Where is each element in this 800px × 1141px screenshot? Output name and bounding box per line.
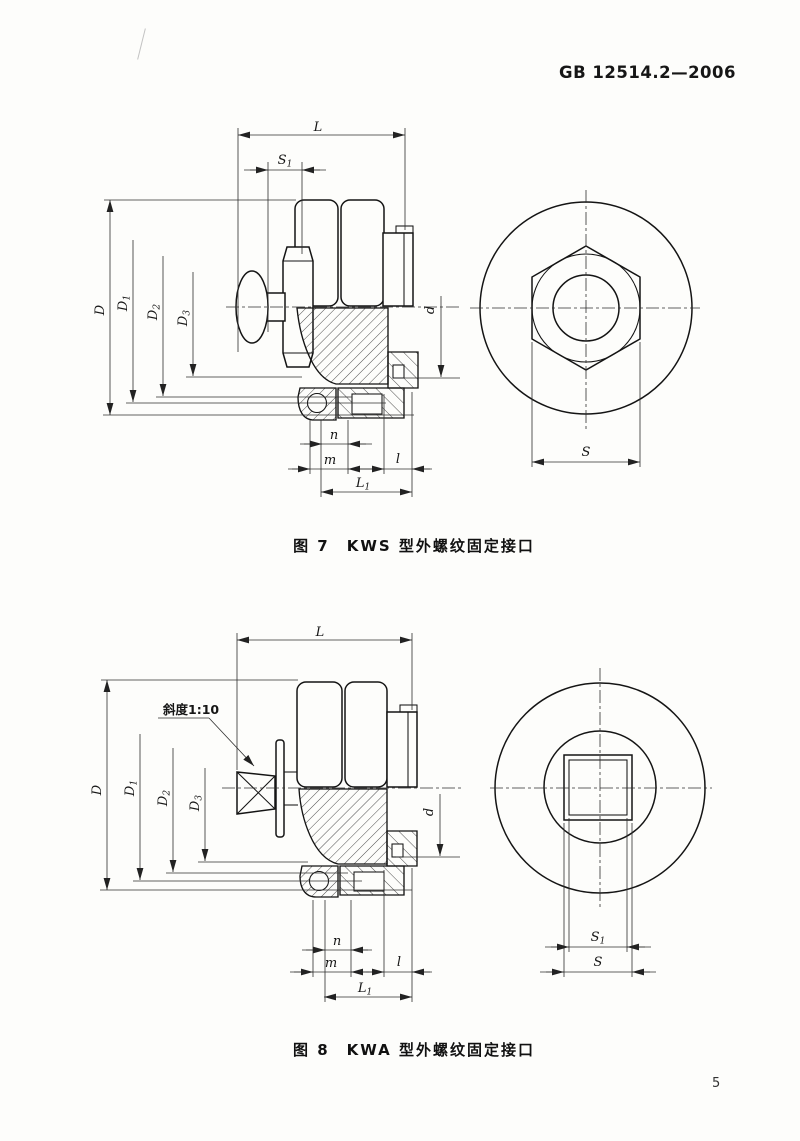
figure7-caption: 图 7 KWS 型外螺纹固定接口 [293, 537, 535, 555]
dim-label-D1: D1 [116, 295, 133, 312]
dim-label-l: l [397, 955, 401, 970]
leader-line [208, 717, 255, 767]
dim-label-m: m [325, 956, 337, 971]
fig8-taper-note: 斜度1:10 [158, 702, 255, 767]
dim-label-D: D [93, 304, 108, 316]
dim-label-D3: D3 [176, 310, 193, 327]
knurl-nut-right-outline [340, 199, 385, 307]
fig7-dimensions: L S1 D D1 D2 D3 d [93, 120, 641, 497]
standard-number: GB 12514.2—2006 [559, 63, 736, 82]
flange-disc [275, 739, 285, 838]
dim-label-L1: L1 [357, 981, 372, 998]
scan-artifact-line [137, 28, 146, 60]
dim-label-D: D [90, 784, 105, 796]
body-section-hatch [296, 307, 389, 385]
dim-label-L: L [313, 120, 323, 135]
fig7-section-view [226, 199, 462, 421]
fig8-dimensions: L D D1 D2 D3 d [90, 625, 656, 1002]
knurl-nut-right-outline [344, 681, 388, 788]
knurl-nut-left-outline [296, 681, 343, 788]
dim-label-m: m [324, 453, 336, 468]
dim-label-d: d [422, 808, 437, 816]
threaded-end-outline [382, 232, 414, 307]
dim-label-D3: D3 [188, 795, 205, 812]
figure8-caption: 图 8 KWA 型外螺纹固定接口 [293, 1041, 535, 1059]
fig7-front-view [470, 190, 700, 430]
dim-label-n: n [333, 934, 341, 949]
dim-label-n: n [330, 428, 338, 443]
dim-label-D2: D2 [146, 304, 163, 321]
dim-label-L1: L1 [355, 476, 370, 493]
body-section-hatch [298, 788, 388, 865]
dim-label-d: d [423, 306, 438, 314]
dim-label-D2: D2 [156, 790, 173, 807]
taper-note-label: 斜度1:10 [162, 702, 219, 717]
dim-label-S1: S1 [591, 930, 606, 947]
page-number: 5 [712, 1076, 721, 1091]
fig8-front-view [490, 668, 712, 908]
figure8-drawing: 斜度1:10 L [90, 625, 712, 1002]
dim-label-S: S [582, 445, 591, 460]
dim-label-L: L [315, 625, 325, 640]
square-socket-outer [563, 754, 633, 821]
dim-label-l: l [396, 452, 400, 467]
dim-label-S: S [594, 955, 603, 970]
dim-label-S1: S1 [278, 153, 293, 170]
square-socket-inner [568, 759, 628, 816]
fig8-section-view [222, 681, 462, 898]
dim-label-D1: D1 [123, 780, 140, 797]
figure7-drawing: L S1 D D1 D2 D3 d [93, 120, 700, 497]
threaded-end-outline [386, 711, 418, 788]
